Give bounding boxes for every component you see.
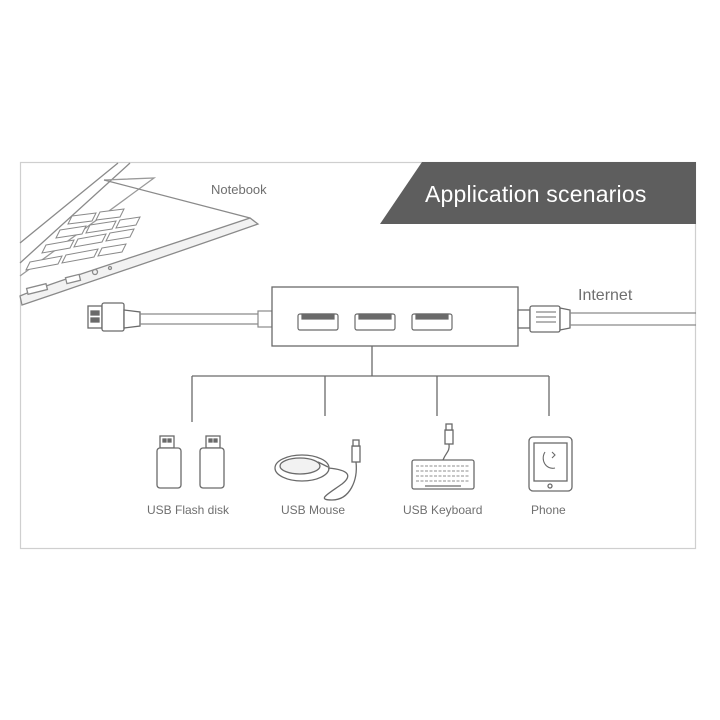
usb-plug-icon bbox=[87, 302, 141, 332]
usb-hub bbox=[271, 286, 519, 347]
usb-port bbox=[354, 313, 396, 331]
diagram-frame bbox=[19, 161, 697, 550]
phone-icon bbox=[528, 436, 573, 492]
banner-title: Application scenarios bbox=[425, 181, 647, 207]
hub-cable-left bbox=[140, 310, 273, 328]
internet-label: Internet bbox=[578, 287, 633, 304]
notebook-label: Notebook bbox=[211, 182, 267, 197]
usb-port bbox=[411, 313, 453, 331]
connector-lines bbox=[191, 346, 550, 422]
usb-mouse-icon bbox=[274, 439, 361, 501]
ethernet-cable bbox=[517, 305, 696, 333]
usb-port bbox=[297, 313, 339, 331]
device-label-usb-flash-disk: USB Flash disk bbox=[147, 503, 230, 517]
device-label-phone: Phone bbox=[531, 503, 566, 517]
title-banner bbox=[380, 162, 696, 224]
device-label-usb-mouse: USB Mouse bbox=[281, 503, 346, 517]
usb-flash-disk-icon bbox=[156, 435, 225, 489]
device-label-usb-keyboard: USB Keyboard bbox=[403, 503, 483, 517]
notebook-icon bbox=[19, 162, 260, 306]
usb-keyboard-icon bbox=[411, 423, 475, 490]
